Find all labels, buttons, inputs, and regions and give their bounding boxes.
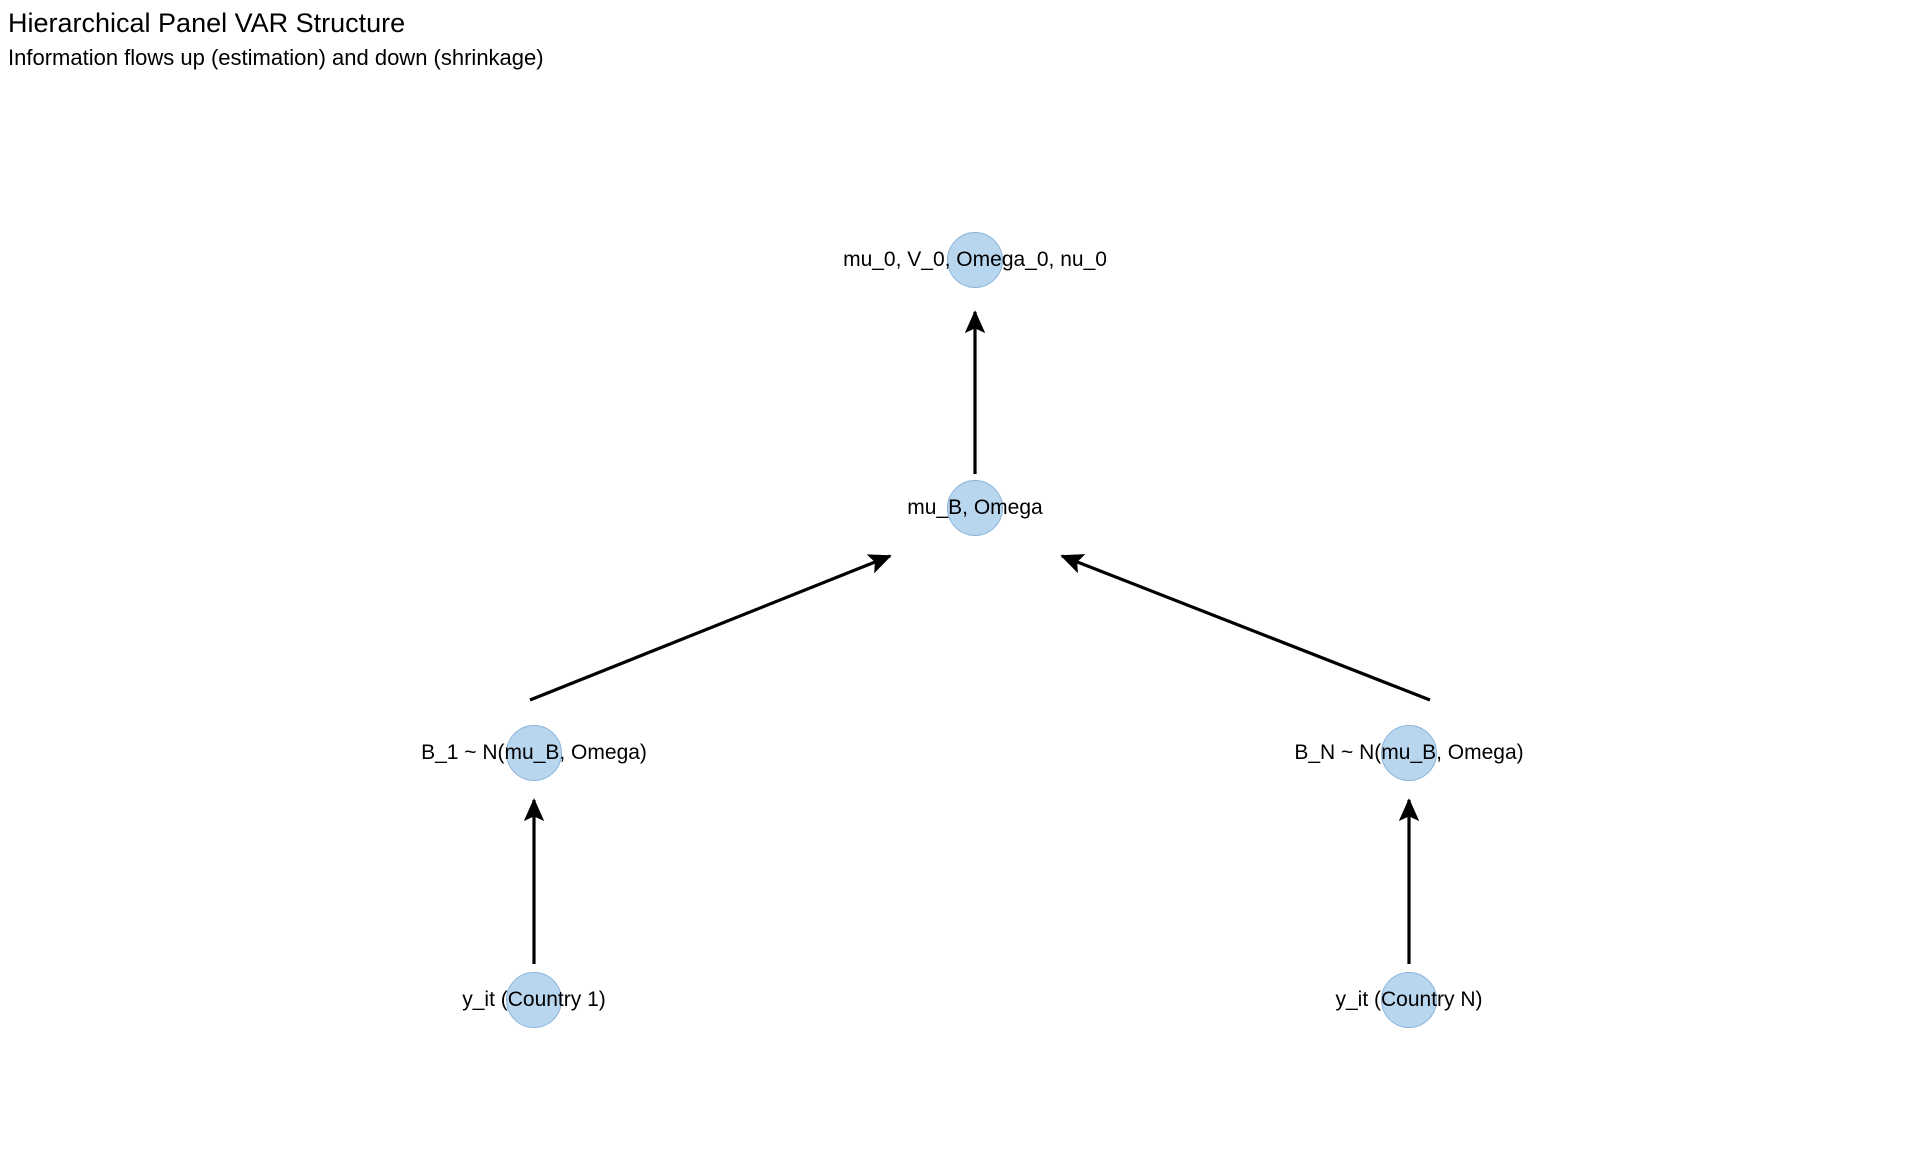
node-circle-common-mean <box>947 480 1003 536</box>
node-common-mean[interactable]: mu_B, Omega <box>907 480 1043 536</box>
edge-country-n-to-common-mean <box>1060 554 1431 702</box>
node-hyperprior[interactable]: mu_0, V_0, Omega_0, nu_0 <box>843 232 1107 288</box>
node-circle-hyperprior <box>947 232 1003 288</box>
node-circle-country-1-coefficients <box>506 725 562 781</box>
node-circle-country-n-coefficients <box>1381 725 1437 781</box>
page-title: Hierarchical Panel VAR Structure <box>8 8 406 38</box>
node-country-1-coefficients[interactable]: B_1 ~ N(mu_B, Omega) <box>421 725 647 781</box>
page-subtitle: Information flows up (estimation) and do… <box>8 45 544 70</box>
node-country-1-data[interactable]: y_it (Country 1) <box>462 972 606 1028</box>
node-country-n-data[interactable]: y_it (Country N) <box>1335 972 1483 1028</box>
header-block: Hierarchical Panel VAR Structure Informa… <box>8 6 1208 73</box>
node-country-n-coefficients[interactable]: B_N ~ N(mu_B, Omega) <box>1294 725 1524 781</box>
node-circle-country-1-data <box>506 972 562 1028</box>
edge-country-1-to-common-mean <box>529 554 892 702</box>
node-circle-country-n-data <box>1381 972 1437 1028</box>
